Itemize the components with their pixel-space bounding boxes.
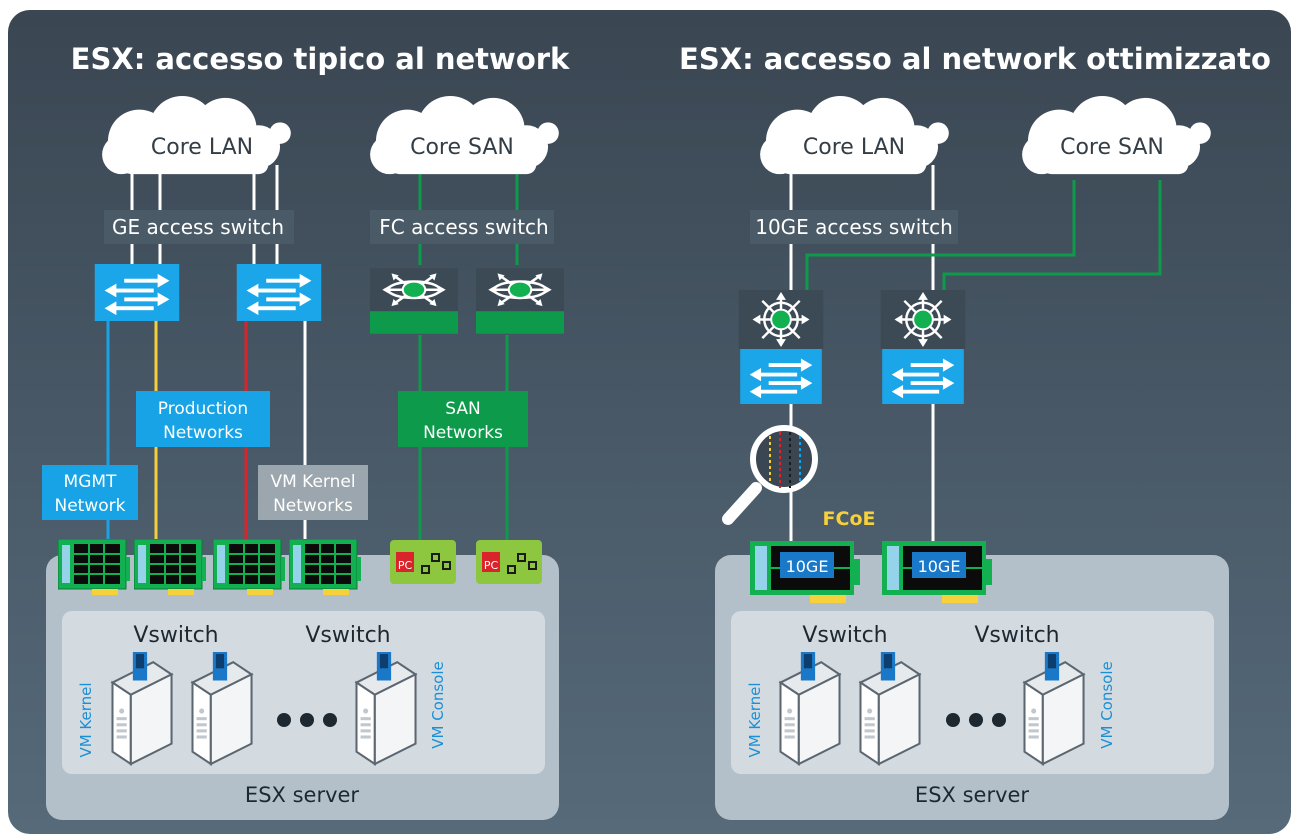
san-label-line2: Networks bbox=[423, 423, 503, 443]
ge-switch-icon-1 bbox=[94, 264, 180, 321]
10ge-access-switch-label: 10GE access switch bbox=[755, 215, 953, 239]
vswitch-label-right-2: Vswitch bbox=[974, 623, 1059, 648]
vswitch-label-right-1: Vswitch bbox=[802, 623, 887, 648]
vswitch-label-left-1: Vswitch bbox=[133, 623, 218, 648]
vm-kernel-networks-box bbox=[258, 465, 368, 520]
vm-kernel-label-left: VM Kernel bbox=[77, 682, 95, 757]
ge-access-switch-label: GE access switch bbox=[112, 215, 284, 239]
mgmt-label-line1: MGMT bbox=[64, 472, 118, 492]
ge-label-backdrop bbox=[104, 210, 294, 244]
core-san-label-right: Core SAN bbox=[1060, 135, 1164, 160]
pc-label-2: PC bbox=[484, 559, 499, 572]
nic-icon-1 bbox=[58, 539, 130, 595]
10ge-nic-label-2: 10GE bbox=[918, 557, 961, 576]
fc-switch-icon-1 bbox=[370, 268, 458, 334]
production-label-line2: Networks bbox=[163, 423, 243, 443]
vswitch-label-left-2: Vswitch bbox=[305, 623, 390, 648]
right-panel: ESX: accesso al network ottimizzato Core… bbox=[679, 42, 1271, 820]
pc-label-1: PC bbox=[398, 559, 413, 572]
vswitch-area-right bbox=[731, 611, 1214, 774]
fc-switch-icon-2 bbox=[476, 268, 564, 334]
nic-icon-3 bbox=[213, 539, 285, 595]
10ge-label-backdrop bbox=[750, 210, 958, 244]
core-san-label-left: Core SAN bbox=[410, 135, 514, 160]
vm-kernel-label-right: VM Kernel bbox=[746, 682, 764, 757]
vmkernel-net-label-line2: Networks bbox=[273, 496, 353, 516]
mgmt-network-box bbox=[42, 465, 138, 520]
ge-switch-icon-2 bbox=[236, 264, 322, 321]
left-title: ESX: accesso tipico al network bbox=[71, 42, 570, 76]
esx-server-label-left: ESX server bbox=[245, 783, 360, 807]
san-label-line1: SAN bbox=[445, 399, 480, 419]
fcoe-switch-icon-2 bbox=[881, 290, 966, 404]
vm-console-label-right: VM Console bbox=[1098, 661, 1116, 749]
vmkernel-net-label-line1: VM Kernel bbox=[270, 472, 355, 492]
vm-console-label-left: VM Console bbox=[429, 661, 447, 749]
10ge-chip-2 bbox=[912, 552, 966, 578]
core-lan-label-left: Core LAN bbox=[151, 135, 253, 160]
mgmt-label-line2: Network bbox=[55, 496, 126, 516]
ellipsis-icon-right bbox=[946, 713, 1006, 727]
fc-access-switch-label: FC access switch bbox=[379, 215, 548, 239]
vswitch-area-left bbox=[62, 611, 545, 774]
10ge-nic-label-1: 10GE bbox=[786, 557, 829, 576]
right-title: ESX: accesso al network ottimizzato bbox=[679, 42, 1271, 76]
fcoe-label: FCoE bbox=[823, 508, 876, 530]
left-panel: ESX: accesso tipico al network Core LAN … bbox=[42, 42, 570, 820]
nic-icon-4 bbox=[289, 539, 361, 595]
core-lan-label-right: Core LAN bbox=[803, 135, 905, 160]
magnifier-icon bbox=[722, 425, 818, 525]
production-label-line1: Production bbox=[158, 399, 248, 419]
ellipsis-icon-left bbox=[277, 713, 337, 727]
production-networks-box bbox=[136, 391, 270, 447]
fcoe-switch-icon-1 bbox=[739, 290, 824, 404]
10ge-chip-1 bbox=[780, 552, 834, 578]
san-networks-box bbox=[398, 391, 528, 447]
esx-server-label-right: ESX server bbox=[915, 783, 1030, 807]
nic-icon-2 bbox=[134, 539, 206, 595]
fc-label-backdrop bbox=[370, 210, 554, 244]
